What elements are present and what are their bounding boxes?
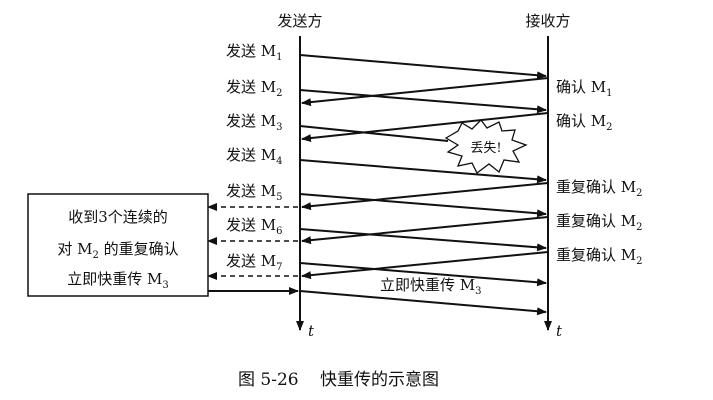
segment-m7-arrow	[299, 262, 547, 287]
segment-m6-arrow	[299, 228, 547, 252]
sender-time-label: t	[308, 322, 315, 340]
lost-burst-icon	[444, 119, 528, 174]
segment-m5-arrow	[299, 193, 547, 218]
note-box	[27, 193, 209, 297]
note-line-3: 立即快重传 M3	[67, 270, 169, 291]
segment-m4-arrow	[299, 159, 547, 184]
dup-ack-label-3: 重复确认 M2	[556, 246, 643, 267]
ack-label-m2: 确认 M2	[556, 112, 613, 133]
send-label-m7: 发送 M7	[226, 252, 283, 273]
dup-ack-1-arrow	[301, 182, 549, 211]
send-label-m4: 发送 M4	[226, 146, 283, 167]
caption-title: 快重传的示意图	[320, 370, 439, 390]
send-label-m3: 发送 M3	[226, 112, 283, 133]
ack-m1-arrow	[301, 77, 549, 107]
send-label-m1: 发送 M1	[226, 42, 283, 63]
lost-label: 丢失!	[470, 141, 501, 156]
segment-m1-arrow	[299, 54, 547, 80]
retransmit-m3-arrow	[299, 290, 547, 316]
sender-header: 发送方	[277, 12, 322, 30]
dup-ack-2-arrow	[301, 216, 549, 245]
ack-label-m1: 确认 M1	[556, 78, 613, 99]
send-label-m2: 发送 M2	[226, 78, 283, 99]
segment-m3-lost-line	[299, 125, 449, 142]
send-label-m6: 发送 M6	[226, 216, 283, 237]
send-label-m5: 发送 M5	[226, 182, 283, 203]
dup-ack-label-2: 重复确认 M2	[556, 212, 643, 233]
caption-figure-number: 图 5-26	[238, 370, 299, 390]
dup-ack-label-1: 重复确认 M2	[556, 178, 643, 199]
note-line-2: 对 M2 的重复确认	[57, 240, 178, 261]
note-line-1: 收到3个连续的	[68, 208, 168, 226]
receiver-time-label: t	[556, 322, 563, 340]
retransmit-label: 立即快重传 M3	[380, 276, 482, 297]
segment-m2-arrow	[299, 89, 547, 114]
dup-ack-3-arrow	[301, 251, 549, 280]
ack-m2-arrow	[301, 112, 549, 143]
receiver-header: 接收方	[525, 12, 570, 30]
